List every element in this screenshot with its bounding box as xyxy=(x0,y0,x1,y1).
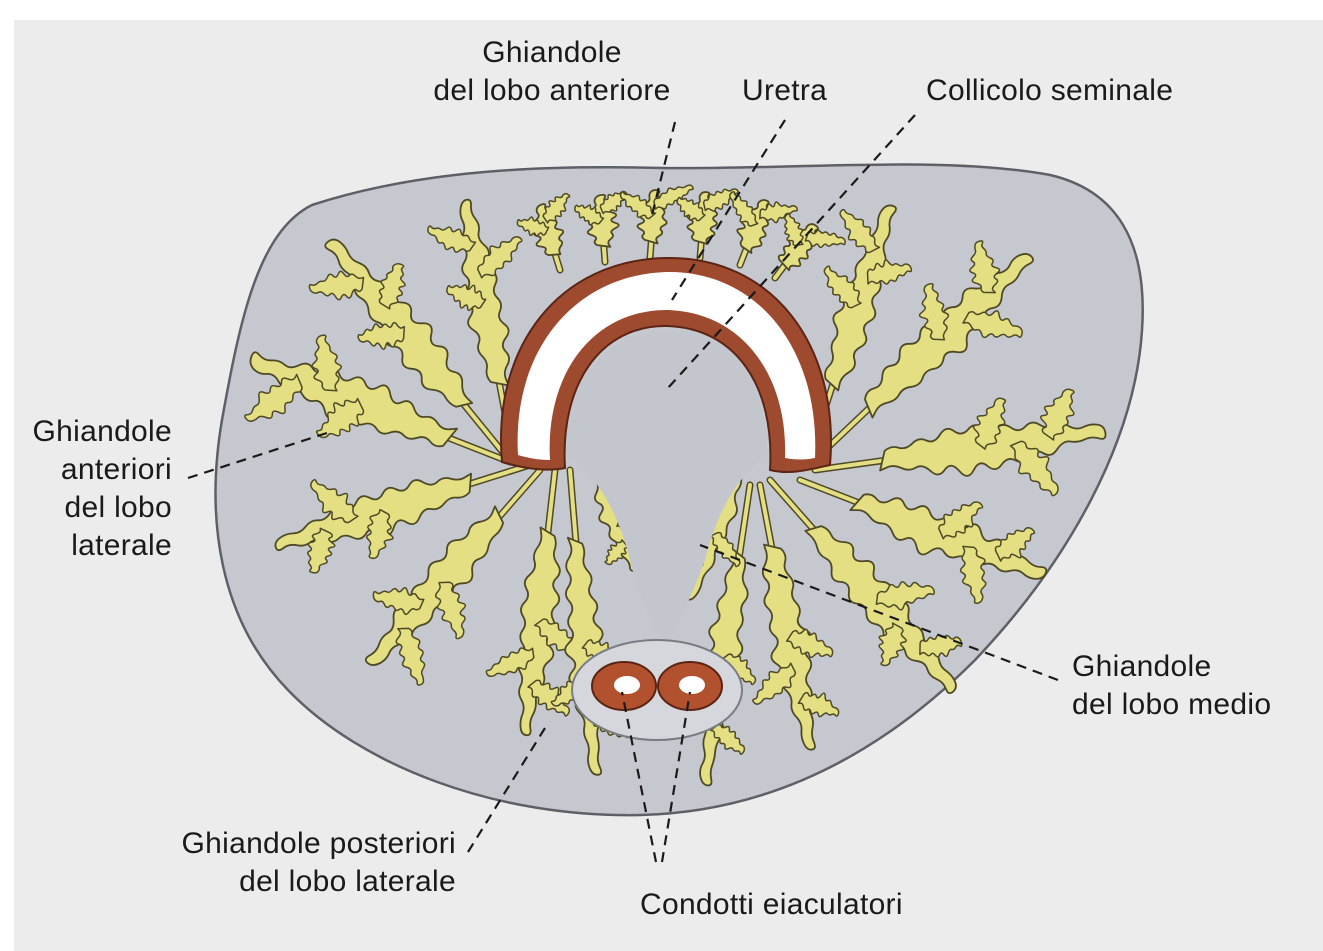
label-anterior-lobe-glands: Ghiandole del lobo anteriore xyxy=(392,34,712,110)
ejaculatory-duct-right-lumen xyxy=(679,676,705,694)
label-urethra: Uretra xyxy=(742,72,827,110)
label-ejaculatory-ducts: Condotti eiaculatori xyxy=(640,886,903,924)
label-line: Ghiandole xyxy=(392,34,712,72)
label-middle-lobe-glands: Ghiandole del lobo medio xyxy=(1072,648,1271,724)
label-line: Condotti eiaculatori xyxy=(640,886,903,924)
label-line: Ghiandole xyxy=(0,413,172,451)
label-line: del lobo laterale xyxy=(120,863,456,901)
label-line: Ghiandole xyxy=(1072,648,1271,686)
label-lateral-lobe-anterior-glands: Ghiandole anteriori del lobo laterale xyxy=(0,413,172,565)
ejaculatory-ducts xyxy=(572,640,742,740)
label-lateral-lobe-posterior-glands: Ghiandole posteriori del lobo laterale xyxy=(120,825,456,901)
ejaculatory-duct-left-lumen xyxy=(614,676,640,694)
label-line: del lobo xyxy=(0,489,172,527)
label-line: anteriori xyxy=(0,451,172,489)
label-line: Uretra xyxy=(742,72,827,110)
label-line: del lobo anteriore xyxy=(392,72,712,110)
label-line: Ghiandole posteriori xyxy=(120,825,456,863)
label-line: Collicolo seminale xyxy=(926,72,1173,110)
label-seminal-colliculus: Collicolo seminale xyxy=(926,72,1173,110)
label-line: del lobo medio xyxy=(1072,686,1271,724)
label-line: laterale xyxy=(0,527,172,565)
